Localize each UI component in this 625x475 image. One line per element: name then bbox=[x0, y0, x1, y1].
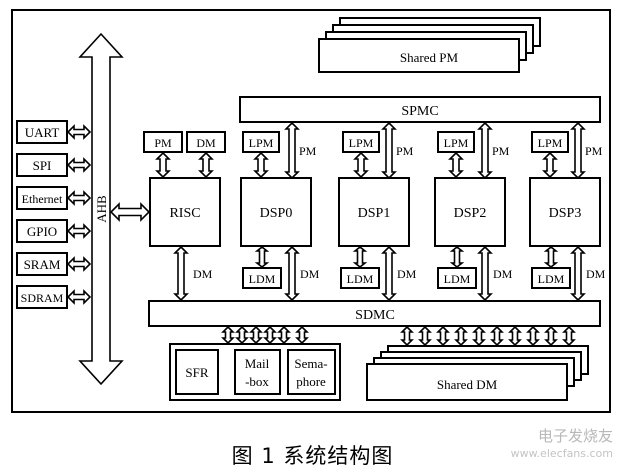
dsp2-pm-link-label: PM bbox=[492, 144, 510, 158]
dsp3-ldm-label: LDM bbox=[538, 272, 565, 286]
double-arrow-icon bbox=[66, 256, 92, 272]
watermark: 电子发烧友 www.elecfans.com bbox=[511, 428, 613, 462]
ahb-bus-arrow bbox=[78, 32, 124, 386]
shared-pm-stack: Shared PM bbox=[318, 17, 541, 73]
double-arrow-icon bbox=[66, 190, 92, 206]
dsp1-pm-link-label: PM bbox=[396, 144, 414, 158]
dsp2-ldm-label: LDM bbox=[444, 272, 471, 286]
dsp3-block: PM LPM DSP3 LDM DM bbox=[529, 121, 606, 302]
dsp2-block: PM LPM DSP2 LDM DM bbox=[434, 121, 513, 302]
peripheral-sdram-label: SDRAM bbox=[21, 291, 64, 305]
dsp0-ldm-label: LDM bbox=[249, 272, 276, 286]
sfr-label: SFR bbox=[185, 365, 208, 380]
ahb-bus-label: AHB bbox=[94, 195, 109, 223]
double-arrow-icon bbox=[66, 124, 92, 140]
dsp1-lpm-label: LPM bbox=[349, 136, 374, 150]
peripheral-uart-label: UART bbox=[25, 125, 60, 140]
shared-dm-label: Shared DM bbox=[437, 377, 498, 392]
sdmc-bar bbox=[148, 300, 601, 327]
mailbox-box bbox=[234, 349, 281, 395]
dsp1-core-box bbox=[338, 177, 410, 247]
peripheral-gpio-label: GPIO bbox=[27, 224, 57, 239]
system-architecture-diagram: Shared PM SPMC UART SPI Ethernet GPIO SR… bbox=[11, 9, 611, 413]
risc-core-box bbox=[149, 177, 221, 247]
mailbox-label-line2: -box bbox=[245, 374, 269, 389]
peripheral-ethernet-label: Ethernet bbox=[22, 192, 63, 206]
risc-core-label: RISC bbox=[169, 206, 200, 221]
mailbox-label-line1: Mail bbox=[245, 356, 270, 371]
spmc-bar bbox=[239, 96, 601, 123]
sdmc-local-arrows bbox=[221, 325, 309, 345]
local-units-group: SFR Mail -box Sema- phore bbox=[169, 343, 341, 401]
dsp3-core-label: DSP3 bbox=[549, 206, 582, 221]
shared-dm-stack: Shared DM bbox=[366, 345, 589, 401]
dsp3-core-box bbox=[529, 177, 601, 247]
dsp2-ldm-box bbox=[437, 267, 477, 289]
dsp3-ldm-box bbox=[531, 267, 571, 289]
double-arrow-icon bbox=[66, 157, 92, 173]
double-arrow-icon bbox=[66, 289, 92, 305]
dsp0-core-box bbox=[240, 177, 312, 247]
dsp3-dm-link-label: DM bbox=[586, 267, 606, 281]
dsp0-block: PM LPM DSP0 LDM DM bbox=[240, 121, 320, 302]
watermark-brand: 电子发烧友 bbox=[537, 427, 613, 445]
semaphore-label-line2: phore bbox=[296, 374, 326, 389]
figure-caption: 图 1 系统结构图 bbox=[231, 444, 394, 468]
spmc-label: SPMC bbox=[401, 104, 438, 119]
risc-pm-label: PM bbox=[154, 136, 172, 150]
peripheral-column: UART SPI Ethernet GPIO SRAM SDRAM bbox=[16, 120, 68, 309]
sdmc-label: SDMC bbox=[355, 308, 395, 323]
dsp2-core-box bbox=[434, 177, 506, 247]
shared-pm-label: Shared PM bbox=[400, 50, 459, 65]
risc-block: PM DM RISC DM bbox=[143, 131, 226, 302]
dsp0-ldm-box bbox=[242, 267, 282, 289]
peripheral-arrows bbox=[66, 124, 92, 305]
dsp2-core-label: DSP2 bbox=[454, 206, 487, 221]
shared-pm-box bbox=[318, 38, 520, 73]
semaphore-box bbox=[287, 349, 336, 395]
double-arrow-icon bbox=[66, 223, 92, 239]
dsp1-ldm-label: LDM bbox=[347, 272, 374, 286]
dsp1-dm-link-label: DM bbox=[397, 267, 417, 281]
peripheral-spi-label: SPI bbox=[33, 158, 52, 173]
dsp1-ldm-box bbox=[340, 267, 380, 289]
dsp3-lpm-label: LPM bbox=[538, 136, 563, 150]
dsp1-core-label: DSP1 bbox=[358, 206, 391, 221]
risc-dm-label: DM bbox=[196, 136, 216, 150]
risc-dm-link-label: DM bbox=[193, 267, 213, 281]
peripheral-sram-label: SRAM bbox=[24, 257, 61, 272]
sfr-box bbox=[175, 349, 219, 395]
dsp0-core-label: DSP0 bbox=[260, 206, 293, 221]
dsp3-pm-link-label: PM bbox=[585, 144, 603, 158]
watermark-url: www.elecfans.com bbox=[510, 447, 613, 460]
shared-dm-box bbox=[366, 363, 568, 401]
semaphore-label-line1: Sema- bbox=[294, 356, 327, 371]
dsp0-dm-link-label: DM bbox=[300, 267, 320, 281]
dsp0-pm-link-label: PM bbox=[299, 144, 317, 158]
dsp2-lpm-label: LPM bbox=[444, 136, 469, 150]
dsp1-block: PM LPM DSP1 LDM DM bbox=[338, 121, 417, 302]
dsp0-lpm-label: LPM bbox=[249, 136, 274, 150]
dsp2-dm-link-label: DM bbox=[493, 267, 513, 281]
